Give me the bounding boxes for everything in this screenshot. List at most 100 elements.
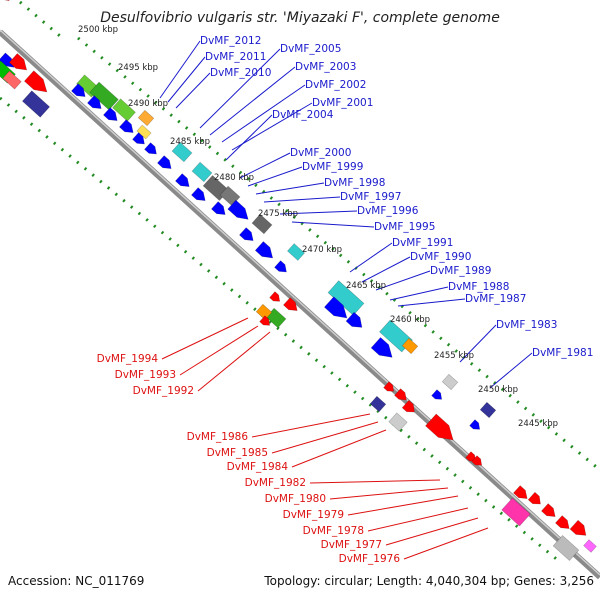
gene-label[interactable]: DvMF_2010 — [210, 67, 271, 79]
gene-feature[interactable] — [191, 161, 213, 183]
gene-feature[interactable] — [345, 311, 366, 332]
tick-label: 2480 kbp — [214, 173, 254, 183]
gene-label[interactable]: DvMF_2000 — [290, 147, 351, 159]
gene-feature[interactable] — [287, 243, 305, 261]
gene-feature[interactable] — [401, 399, 418, 415]
gene-feature[interactable] — [501, 497, 531, 527]
gene-feature[interactable] — [583, 539, 597, 553]
gene-label[interactable]: DvMF_1984 — [227, 461, 289, 473]
gene-feature[interactable] — [21, 90, 51, 118]
gene-label[interactable]: DvMF_1999 — [302, 161, 363, 173]
label-leader-line — [167, 56, 206, 103]
gene-feature[interactable] — [552, 535, 580, 561]
gene-label[interactable]: DvMF_1991 — [392, 237, 453, 249]
gene-feature[interactable] — [144, 142, 160, 158]
gene-feature[interactable] — [23, 70, 51, 97]
gene-label[interactable]: DvMF_1990 — [410, 251, 471, 263]
gene-feature[interactable] — [479, 401, 497, 419]
gene-feature[interactable] — [274, 260, 290, 276]
gene-label[interactable]: DvMF_2011 — [205, 51, 266, 63]
gene-label[interactable]: DvMF_1980 — [265, 493, 326, 505]
gene-feature[interactable] — [171, 141, 193, 163]
gene-feature[interactable] — [283, 297, 300, 315]
gene-label[interactable]: DvMF_1976 — [339, 553, 401, 565]
label-leader-line — [403, 527, 489, 560]
gene-feature[interactable] — [471, 455, 485, 469]
gene-feature[interactable] — [513, 485, 530, 503]
gene-feature[interactable] — [8, 53, 30, 75]
gene-feature[interactable] — [441, 373, 459, 391]
gene-label[interactable]: DvMF_1993 — [115, 369, 176, 381]
gene-label[interactable]: DvMF_2005 — [280, 43, 341, 55]
gene-feature[interactable] — [132, 132, 148, 148]
label-leader-line — [291, 221, 375, 228]
label-leader-line — [221, 84, 306, 143]
label-leader-line — [255, 182, 325, 195]
gene-feature[interactable] — [191, 187, 208, 205]
gene-label[interactable]: DvMF_2002 — [305, 79, 366, 91]
gene-feature[interactable] — [87, 95, 104, 113]
gene-feature[interactable] — [431, 389, 445, 403]
gene-label[interactable]: DvMF_1996 — [357, 205, 419, 217]
gene-label[interactable]: DvMF_1992 — [133, 385, 194, 397]
gene-feature[interactable] — [541, 503, 558, 521]
gene-feature[interactable] — [119, 119, 136, 137]
gene-label[interactable]: DvMF_1983 — [496, 319, 557, 331]
gene-feature[interactable] — [2, 70, 22, 90]
gene-feature[interactable] — [71, 83, 88, 101]
gene-feature[interactable] — [269, 291, 283, 305]
gene-feature[interactable] — [401, 337, 419, 355]
gene-feature[interactable] — [227, 199, 252, 224]
gene-feature[interactable] — [369, 395, 387, 413]
gene-feature[interactable] — [370, 337, 397, 362]
gene-label[interactable]: DvMF_1986 — [187, 431, 249, 443]
gene-feature[interactable] — [469, 419, 483, 433]
gene-feature[interactable] — [103, 107, 120, 125]
gene-feature[interactable] — [239, 227, 256, 245]
gene-label[interactable]: DvMF_1977 — [321, 539, 382, 551]
label-leader-line — [263, 196, 341, 203]
gene-label[interactable]: DvMF_1987 — [465, 293, 526, 305]
gene-feature[interactable] — [255, 303, 273, 321]
gene-feature[interactable] — [388, 412, 408, 432]
gene-label[interactable]: DvMF_1979 — [283, 509, 344, 521]
gene-label[interactable]: DvMF_1997 — [340, 191, 401, 203]
label-leader-line — [489, 352, 533, 389]
gene-label[interactable]: DvMF_1989 — [430, 265, 491, 277]
label-leader-line — [231, 102, 313, 151]
gene-label[interactable]: DvMF_2003 — [295, 61, 356, 73]
gene-feature[interactable] — [211, 201, 228, 219]
gene-feature[interactable] — [394, 388, 410, 404]
label-leader-line — [385, 517, 479, 546]
gene-feature[interactable] — [112, 98, 136, 122]
gene-label[interactable]: DvMF_1998 — [324, 177, 385, 189]
gene-feature[interactable] — [569, 519, 590, 540]
gene-feature[interactable] — [137, 109, 155, 127]
gene-label[interactable]: DvMF_1985 — [207, 447, 268, 459]
gene-feature[interactable] — [157, 155, 174, 173]
gene-label[interactable]: DvMF_1978 — [303, 525, 364, 537]
gene-feature[interactable] — [254, 241, 276, 263]
gene-feature[interactable] — [0, 0, 12, 4]
gene-label[interactable]: DvMF_2001 — [312, 97, 373, 109]
gene-label[interactable]: DvMF_1981 — [532, 347, 593, 359]
gene-label[interactable]: DvMF_1994 — [97, 353, 159, 365]
gene-label[interactable]: DvMF_1988 — [448, 281, 509, 293]
gene-feature[interactable] — [136, 124, 152, 140]
gene-label[interactable]: DvMF_1995 — [374, 221, 435, 233]
gene-feature[interactable] — [251, 213, 273, 235]
gene-feature[interactable] — [527, 491, 544, 507]
gene-feature[interactable] — [383, 381, 397, 395]
gene-feature[interactable] — [175, 173, 192, 191]
gene-feature[interactable] — [259, 315, 273, 329]
gene-feature[interactable] — [323, 296, 351, 323]
gene-label[interactable]: DvMF_1982 — [245, 477, 306, 489]
gene-label[interactable]: DvMF_2004 — [272, 109, 334, 121]
gene-feature[interactable] — [425, 413, 458, 446]
gene-feature[interactable] — [555, 515, 572, 533]
gene-label[interactable]: DvMF_2012 — [200, 35, 261, 47]
label-leader-line — [175, 72, 211, 109]
